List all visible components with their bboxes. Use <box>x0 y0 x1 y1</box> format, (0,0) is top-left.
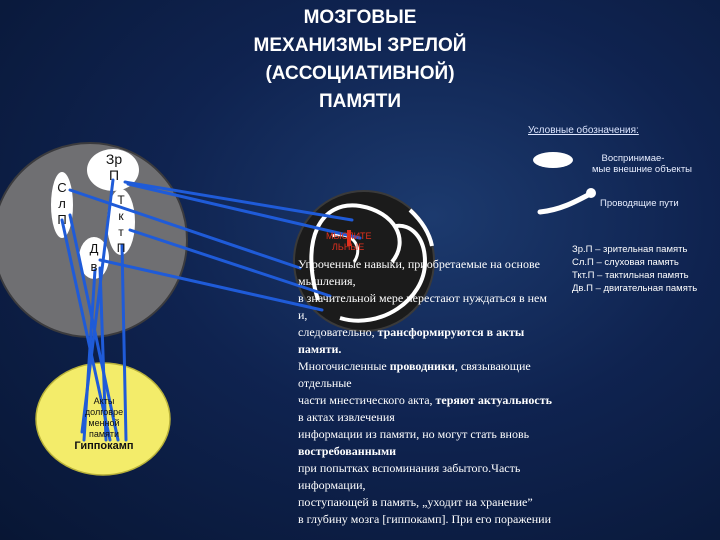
label-tkt-2: к <box>118 209 124 223</box>
body-line-5b: трансформируются в акты <box>377 325 525 339</box>
pathway-4 <box>128 228 332 298</box>
thinking-loop-1 <box>309 203 402 301</box>
body-line-7a: Многочисленные <box>298 359 390 373</box>
visual-memory-zone <box>87 149 139 191</box>
body-line-6: памяти. <box>298 342 342 356</box>
hippocampus-line-1: Акты <box>93 396 115 406</box>
pathway-10 <box>68 213 120 442</box>
label-visual-memory: Зр П <box>103 151 125 183</box>
label-auditory-memory: С л П <box>56 180 68 228</box>
page-title: МОЗГОВЫЕ МЕХАНИЗМЫ ЗРЕЛОЙ (АССОЦИАТИВНОЙ… <box>0 4 720 116</box>
body-line-14: информации, <box>298 478 366 492</box>
thinking-loop-4 <box>408 208 434 247</box>
pathway-11 <box>98 266 108 442</box>
title-line-1: МОЗГОВЫЕ <box>303 7 417 28</box>
pathway-7 <box>60 218 112 442</box>
hippocampus-name: Гиппокамп <box>74 440 134 452</box>
pathway-9 <box>120 243 128 442</box>
hippocampus-line-2: долговре <box>84 407 124 417</box>
body-line-8: отдельные <box>298 376 352 390</box>
body-line-9b: теряют актуальность <box>435 393 552 407</box>
label-motor-memory: Д в <box>87 240 101 276</box>
label-slp-2: л <box>58 196 66 211</box>
auditory-memory-zone <box>51 172 73 238</box>
legend-pathways: Проводящие пути <box>600 198 679 209</box>
body-line-11: информации из памяти, но могут стать вно… <box>298 427 530 441</box>
legend-object-ellipse <box>533 152 573 168</box>
body-line-15: поступающей в память, „уходит на хранени… <box>298 495 533 509</box>
abbreviation-visual: Зр.П – зрительная память <box>572 244 688 255</box>
label-zrp-2: П <box>108 167 120 183</box>
label-slp-3: П <box>57 212 67 227</box>
body-line-9: части мнестического акта, теряют актуаль… <box>298 392 628 409</box>
body-line-9a: части мнестического акта, <box>298 393 436 407</box>
thinking-accent <box>347 230 351 246</box>
abbreviation-auditory: Сл.П – слуховая память <box>572 257 679 268</box>
body-line-7b: проводники <box>389 359 455 373</box>
body-line-16: в глубину мозга [гиппокамп]. При его пор… <box>298 512 552 526</box>
body-line-3: в значительной мере перестают нуждаться … <box>298 291 547 305</box>
body-line-1: Упроченные навыки, приобретаемые на осно… <box>298 257 540 271</box>
label-slp-1: С <box>57 180 67 195</box>
legend-perceived-objects: Воспринимае- мые внешние объекты <box>574 153 692 175</box>
pathway-1 <box>123 180 354 222</box>
body-line-13: при попытках вспоминания забытого.Часть <box>298 461 521 475</box>
body-text: Упроченные навыки, приобретаемые на осно… <box>298 256 628 528</box>
label-tkt-3: т <box>118 225 124 239</box>
legend-title: Условные обозначения: <box>528 125 639 136</box>
title-line-2: МЕХАНИЗМЫ ЗРЕЛОЙ <box>253 35 467 56</box>
body-line-5: следовательно, трансформируются в акты <box>298 324 628 341</box>
body-line-2: мышления, <box>298 274 356 288</box>
body-line-4: и, <box>298 308 308 322</box>
thinking-label: МЫСЛИТЕ ЛЬНЫЕ <box>326 231 372 253</box>
legend-pathway-shape <box>537 191 593 215</box>
body-line-7: Многочисленные проводники, связывающие <box>298 358 628 375</box>
legend-pathway-end <box>586 188 596 198</box>
legend-perceived-line-1: Воспринимае- <box>601 153 665 164</box>
label-dv-2: в <box>90 259 98 274</box>
label-zrp-1: Зр <box>105 151 123 167</box>
body-line-7c: , связывающие <box>454 359 531 373</box>
thinking-label-2: ЛЬНЫЕ <box>332 242 365 252</box>
title-line-4: ПАМЯТИ <box>318 91 402 112</box>
title-line-3: (АССОЦИАТИВНОЙ) <box>265 63 455 84</box>
label-tkt-1: Т <box>117 193 125 207</box>
body-line-10: в актах извлечения <box>298 410 395 424</box>
label-tactile-memory: Т к т П <box>114 192 128 256</box>
pathway-5 <box>98 258 324 312</box>
pathway-3 <box>68 188 302 270</box>
label-dv-1: Д <box>89 241 99 256</box>
abbreviation-motor: Дв.П – двигательная память <box>572 283 698 294</box>
hippocampus-line-3: менной <box>88 418 120 428</box>
pathway-2 <box>126 182 362 240</box>
thinking-loop-3 <box>331 233 360 263</box>
legend-perceived-line-2: мые внешние объекты <box>591 164 692 175</box>
hippocampus-line-4: памяти <box>88 429 120 439</box>
label-tkt-4: П <box>116 241 126 255</box>
thinking-loop-2 <box>339 223 428 323</box>
pathway-8 <box>82 268 97 442</box>
hippocampus-label: Акты долговре менной памяти Гиппокамп <box>62 396 146 452</box>
abbreviation-tactile: Ткт.П – тактильная память <box>572 270 689 281</box>
body-line-12: востребованными <box>298 444 397 458</box>
body-line-5a: следовательно, <box>298 325 378 339</box>
thinking-label-1: МЫСЛИТЕ <box>326 231 372 241</box>
